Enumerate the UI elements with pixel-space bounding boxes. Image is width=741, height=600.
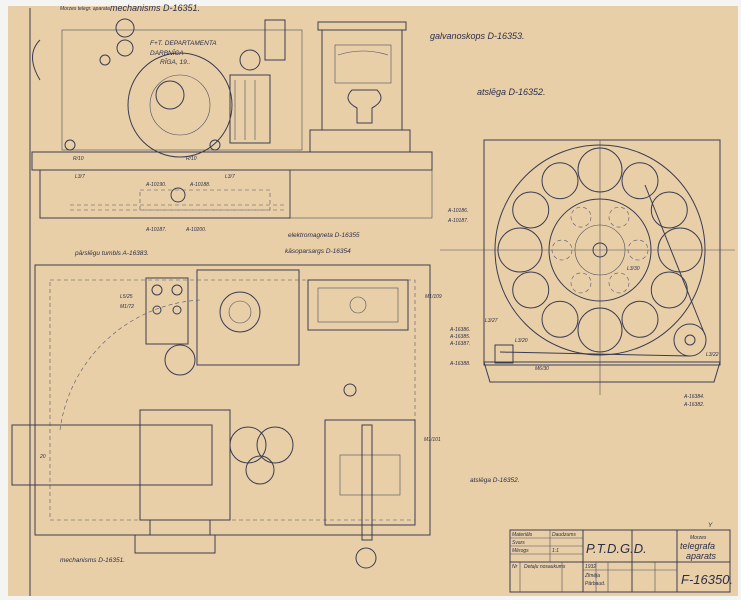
tb-materials: Materiāls [512,532,533,538]
paper [8,6,738,596]
reel-inner-hole [551,239,573,261]
label-r-l330: L3/30 [627,266,640,272]
tb-weight: Svars [512,540,525,546]
label-l525: L5/25 [120,294,133,300]
label-r-a16382: A-16382. [683,402,704,408]
tb-col-nr: Nr [512,564,518,570]
label-r-a16387: A-16387. [449,341,470,347]
label-guard: kāsoparsargs D-16354 [285,248,351,255]
tb-title-1: Morzes [690,535,707,541]
reel-inner-hole [570,206,592,228]
label-switch: pārslēgu tumbls A-16383. [74,250,149,257]
reel-hole [497,227,543,273]
reel-inner-hole [608,272,630,294]
reel-hole [577,307,623,353]
tb-scale-value: 1:1 [552,548,559,554]
label-mechanism-top: mechanisms D-16351. [110,3,200,13]
label-r10a: R/10 [73,156,84,162]
label-m172: M1/72 [120,304,134,310]
stamp-line-1: F+T. DEPARTAMENTA [150,40,217,47]
tb-scale: Mērogs [512,548,529,554]
label-electromagnet: elektromagneta D-16355 [288,232,360,239]
label-m1101: M1/101 [424,437,441,443]
tb-title-3: aparats [686,551,717,561]
tb-year: 1932 [585,564,596,570]
reel-hole [621,162,659,200]
tb-corner-mark: Y [708,522,713,529]
reel-inner-hole [570,272,592,294]
label-r-a16384: A-16384. [683,394,704,400]
label-r-l320: L3/20 [515,338,528,344]
label-a10187: A-10187. [145,227,166,233]
label-r-a10187: A-10187. [447,218,468,224]
tb-drawing-number: F-16350. [681,572,733,587]
label-a10188: A-10188. [189,182,210,188]
tb-title-2: telegrafa [680,541,715,551]
label-galvanoscope: galvanoskops D-16353. [430,31,525,41]
reel-front-view [440,139,735,395]
label-r10b: R/10 [186,156,197,162]
label-r-a16385: A-16385. [449,334,470,340]
label-a10190: A-10190. [145,182,166,188]
label-r-l322: L3/22 [706,352,719,358]
reel-hole [541,162,579,200]
label-prefix: Morzes telegr. aparata [60,6,110,12]
label-r-a10186: A-10186. [447,208,468,214]
reel-hole [512,191,550,229]
label-a10200: A-10200. [185,227,206,233]
reel-hole [541,300,579,338]
label-r-a16386: A-16386. [449,327,470,333]
label-r-l327: L3/27 [485,318,498,324]
title-block [509,529,731,593]
reel-hole [621,300,659,338]
plan-view [11,264,431,569]
label-key-bottom: atslēga D-16352. [470,477,520,484]
label-r-a16388: A-16388. [449,361,470,367]
reel-hole [577,147,623,193]
tb-col-name: Detaļu nosaukums [524,564,566,570]
label-l37b: L3/7 [225,174,235,180]
stamp-line-3: RĪGA, 19.. [160,58,191,66]
label-r-m630: M6/30 [535,366,549,372]
reel-inner-hole [627,239,649,261]
label-dimension: 20 [39,454,46,460]
tb-checked: Pārbaud. [585,581,605,587]
tb-drawn: Zīmēja [584,573,600,579]
mechanism-side-view [31,18,433,219]
label-l37a: L3/7 [75,174,85,180]
tb-amount: Daudzums [552,532,576,538]
label-mechanism-bottom: mechanisms D-16351. [60,557,125,564]
reel-hole [650,191,688,229]
stamp-line-2: DARBNĪCA [150,49,184,57]
label-m1109: M1/109 [425,294,442,300]
reel-inner-hole [608,206,630,228]
tb-organization: P.T.D.G.D. [586,541,647,556]
label-key-top: atslēga D-16352. [477,87,546,97]
galvanoscope [309,21,411,153]
reel-hole [512,271,550,309]
